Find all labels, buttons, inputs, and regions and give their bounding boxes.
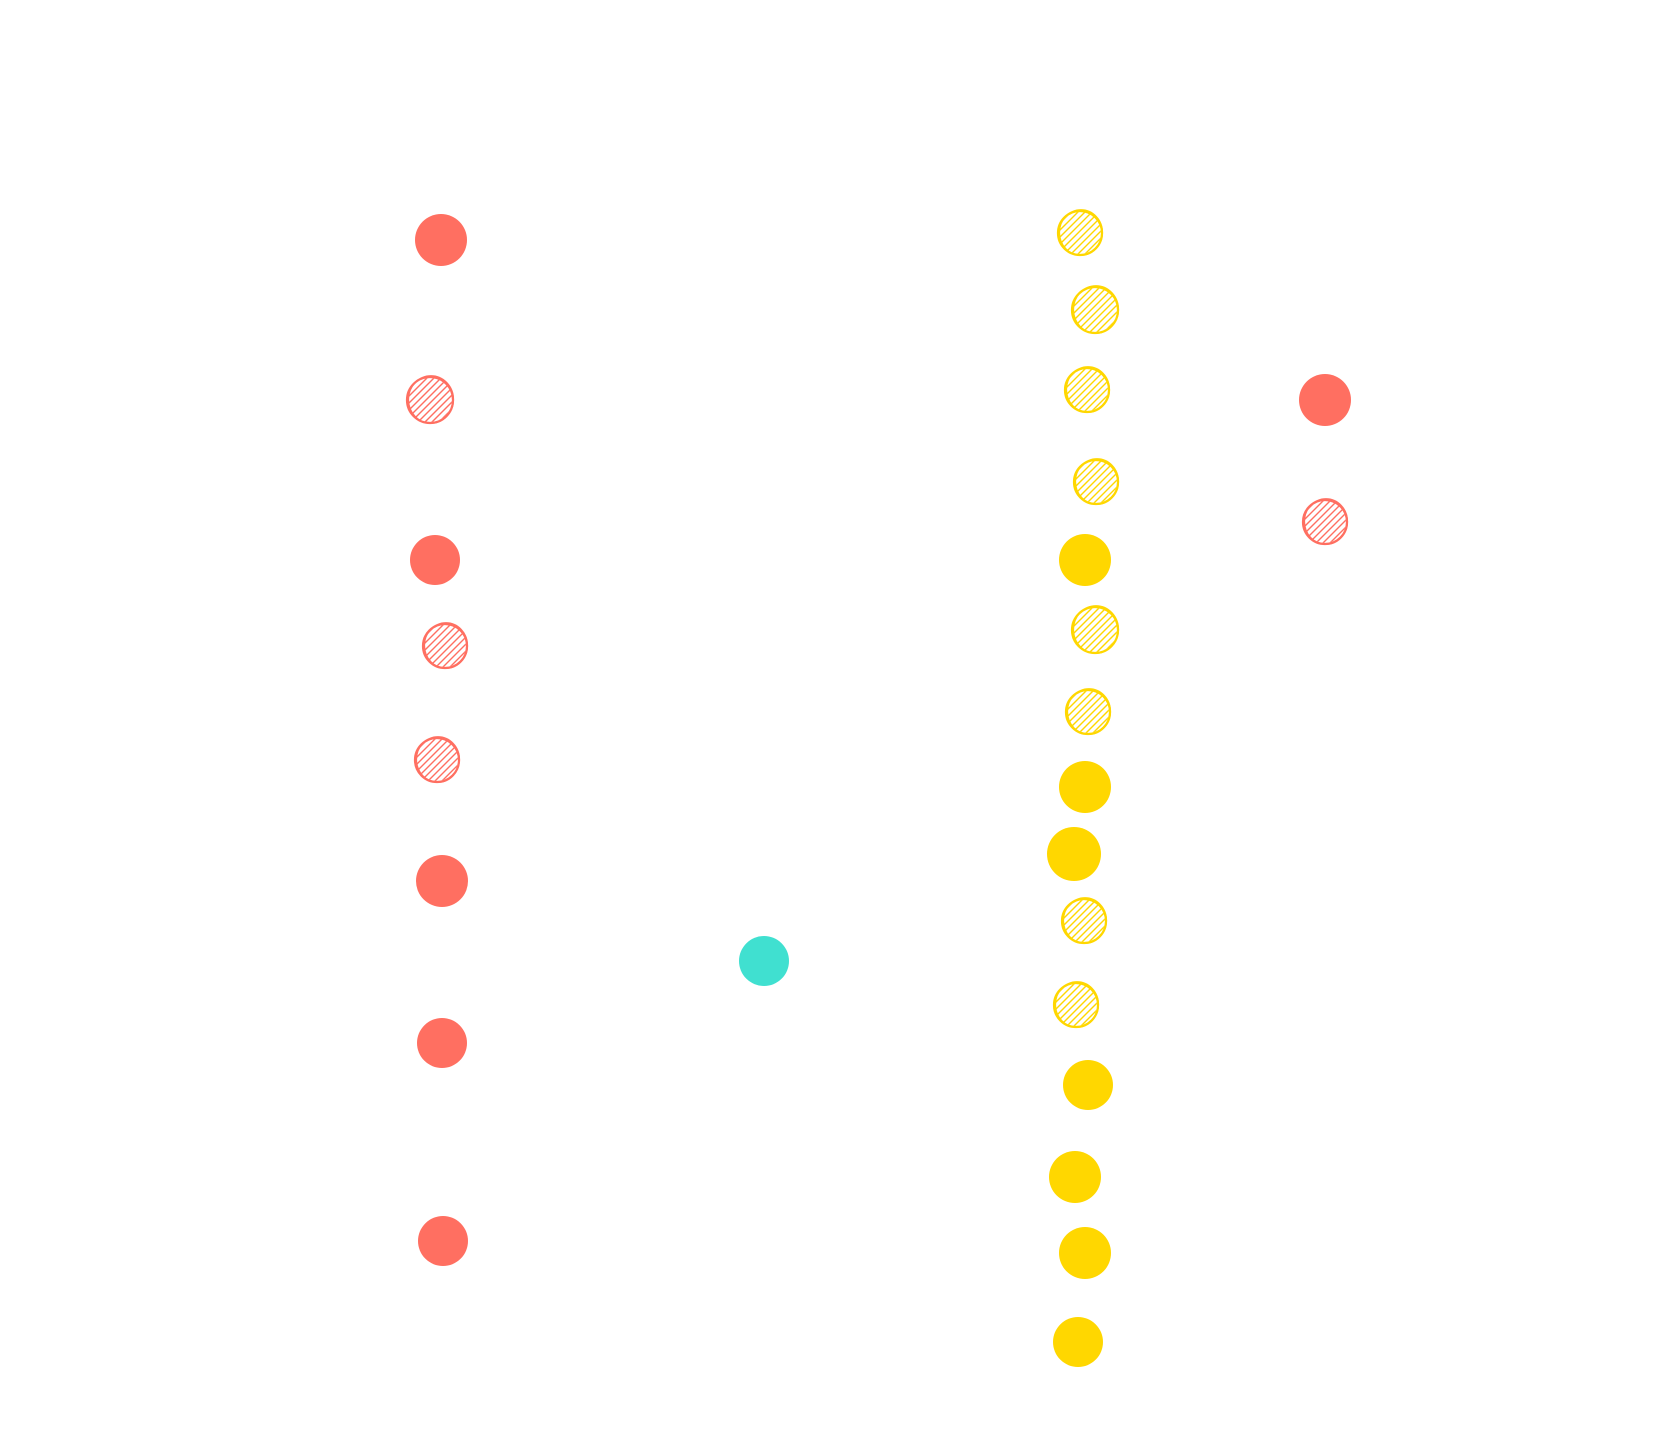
yellow-column-dot-7-hatched bbox=[1064, 688, 1112, 736]
coral-left-column-dot-8-solid bbox=[418, 1216, 468, 1266]
hatch-fill bbox=[416, 739, 458, 781]
dot-outline-sketch bbox=[1303, 498, 1349, 545]
solid-dot bbox=[1299, 374, 1351, 426]
coral-left-column-dot-5-hatched bbox=[413, 736, 461, 784]
coral-left-column bbox=[405, 214, 469, 1266]
dot-outline-sketch bbox=[1058, 209, 1104, 256]
dot-outline-sketch bbox=[1072, 285, 1120, 334]
solid-dot bbox=[418, 1216, 468, 1266]
yellow-column-dot-3-hatched bbox=[1063, 366, 1111, 414]
yellow-column-dot-2-hatched bbox=[1070, 285, 1120, 335]
coral-left-column-dot-1-solid bbox=[415, 214, 467, 266]
dot-outline-sketch bbox=[423, 622, 469, 669]
yellow-column-dot-9-solid bbox=[1047, 827, 1101, 881]
coral-right-pair bbox=[1299, 374, 1351, 546]
hatch-fill bbox=[424, 625, 466, 667]
dot-outline-sketch bbox=[1074, 458, 1120, 505]
hatch-fill bbox=[1075, 461, 1117, 503]
solid-dot bbox=[1063, 1060, 1113, 1110]
coral-left-column-dot-2-hatched bbox=[405, 375, 455, 425]
hatch-fill bbox=[1067, 691, 1109, 733]
dot-outline-sketch bbox=[1062, 897, 1108, 944]
solid-dot bbox=[1053, 1317, 1103, 1367]
hatch-fill bbox=[1073, 608, 1117, 652]
solid-dot bbox=[1047, 827, 1101, 881]
dot-outline-sketch bbox=[1072, 605, 1120, 654]
dot-outline-sketch bbox=[1054, 981, 1100, 1028]
coral-right-pair-dot-1-solid bbox=[1299, 374, 1351, 426]
dot-outline-sketch bbox=[407, 375, 455, 424]
yellow-column-dot-13-solid bbox=[1049, 1151, 1101, 1203]
yellow-column-dot-6-hatched bbox=[1070, 605, 1120, 655]
yellow-column-dot-8-solid bbox=[1059, 761, 1111, 813]
yellow-column-dot-11-hatched bbox=[1052, 981, 1100, 1029]
solid-dot bbox=[410, 535, 460, 585]
solid-dot bbox=[416, 855, 468, 907]
hatch-fill bbox=[1063, 900, 1105, 942]
yellow-column-dot-5-solid bbox=[1059, 534, 1111, 586]
coral-left-column-dot-6-solid bbox=[416, 855, 468, 907]
coral-left-column-dot-7-solid bbox=[417, 1018, 467, 1068]
coral-left-column-dot-3-solid bbox=[410, 535, 460, 585]
hatch-fill bbox=[1059, 212, 1101, 254]
yellow-column-dot-15-solid bbox=[1053, 1317, 1103, 1367]
yellow-column-dot-1-hatched bbox=[1056, 209, 1104, 257]
hatch-fill bbox=[1073, 288, 1117, 332]
yellow-column-dot-10-hatched bbox=[1060, 897, 1108, 945]
dot-outline-sketch bbox=[1065, 366, 1111, 413]
solid-dot bbox=[1059, 534, 1111, 586]
coral-left-column-dot-4-hatched bbox=[421, 622, 469, 670]
yellow-column-dot-12-solid bbox=[1063, 1060, 1113, 1110]
hatch-fill bbox=[1304, 501, 1346, 543]
teal-center-dot-1-solid bbox=[739, 936, 789, 986]
teal-center bbox=[739, 936, 789, 986]
solid-dot bbox=[1049, 1151, 1101, 1203]
yellow-column-dot-4-hatched bbox=[1072, 458, 1120, 506]
solid-dot bbox=[739, 936, 789, 986]
dot-outline-sketch bbox=[1066, 688, 1112, 735]
solid-dot bbox=[1059, 1227, 1111, 1279]
dot-outline-sketch bbox=[415, 736, 461, 783]
dot-layer bbox=[405, 209, 1351, 1367]
solid-dot bbox=[415, 214, 467, 266]
hatch-fill bbox=[408, 378, 452, 422]
yellow-column bbox=[1047, 209, 1120, 1367]
hatch-fill bbox=[1066, 369, 1108, 411]
solid-dot bbox=[417, 1018, 467, 1068]
solid-dot bbox=[1059, 761, 1111, 813]
coral-right-pair-dot-2-hatched bbox=[1301, 498, 1349, 546]
yellow-column-dot-14-solid bbox=[1059, 1227, 1111, 1279]
hatch-fill bbox=[1055, 984, 1097, 1026]
